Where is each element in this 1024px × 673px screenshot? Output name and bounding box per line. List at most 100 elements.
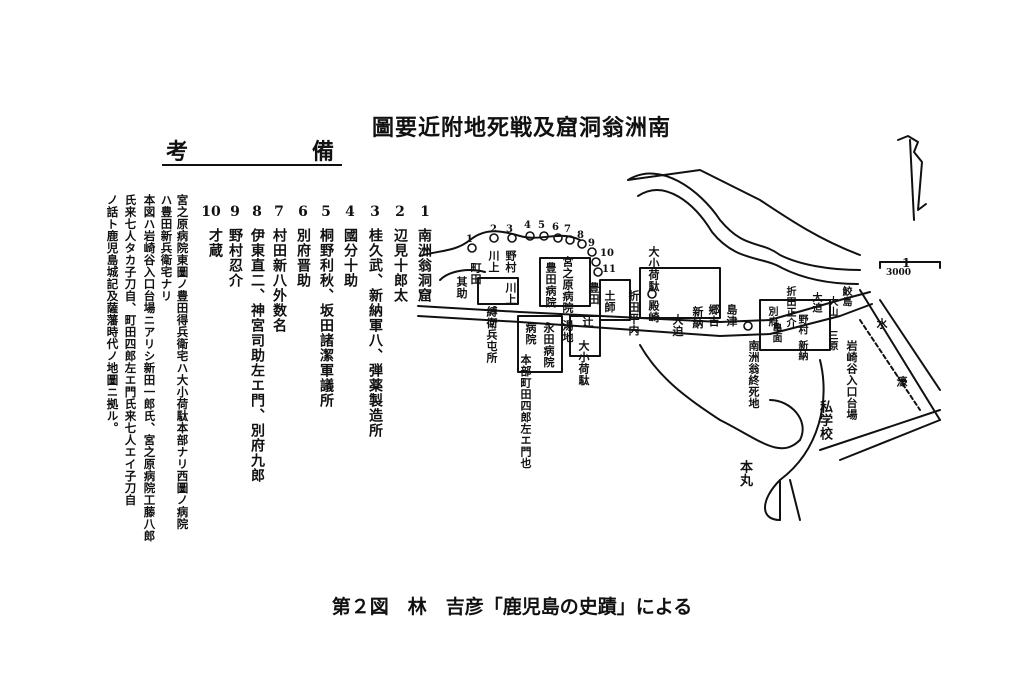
legend-text: 別府晋助 [295,228,311,288]
marker-circle [553,233,563,243]
map-label-yuchi: 湯地 [561,320,574,343]
marker-circle [743,321,753,331]
legend-text: 村田新八外数名 [271,228,287,333]
road-diagonal [859,289,941,421]
map-label-kawakami-2: 川上 [504,282,517,305]
remark-note: ノ話ト鹿児島城記及薩藩時代ノ地圖ニ拠ル。 [105,194,120,434]
marker-circle [647,289,657,299]
valley-stream [764,359,825,521]
legend-number: 6 [298,204,308,220]
scale-value: 3000 [886,268,912,278]
legend-text: 野村忍介 [227,228,243,288]
marker-circle [593,267,603,277]
map-label-kamenomen: 亀面 [770,322,781,343]
road-diagonal-2 [819,409,941,451]
map-label-harima: 別府 [766,306,777,327]
marker-number: 11 [602,264,616,275]
map-label-toyoda: 豊田 [587,282,600,305]
legend-text: 國分十助 [342,228,358,288]
block [539,257,591,307]
marker-circle [591,257,601,267]
marker-circle [539,231,549,241]
river-upper-inner [637,189,859,285]
map-label-tonomura: 殿崎 [647,300,660,323]
map-label-honmaru: 本丸 [737,460,752,487]
remark-note: 氏来七人タカ子刀自、町田四郎左エ門氏来七人エイ子刀自 [123,194,138,506]
marker-circle [489,233,499,243]
legend-number: 2 [395,204,405,220]
block [759,299,831,351]
marker-number: 7 [564,224,571,235]
map-label-honbu: 本部町田四郎左エ門也 [519,354,532,469]
marker-number: 9 [588,238,595,249]
map-label-shimazu: 島津 [725,304,738,327]
map-label-byoin: 病院 [524,322,537,345]
legend-text: 才蔵 [207,228,223,258]
main-road-lower [417,303,873,337]
marker-circle [467,243,477,253]
map-label-machida: 町田 [469,262,482,285]
block [599,279,631,321]
marker-number: 3 [506,224,513,235]
marker-number: 1 [466,234,473,245]
main-road [417,291,871,323]
remarks-heading-right: 備 [312,139,335,165]
valley-lower [639,344,804,450]
map-label-nomura: 野村 [504,250,517,273]
scale-label: 1 [902,256,911,270]
river-upper [627,172,861,271]
map-label-toyoda-byoin: 豊田病院 [544,262,557,308]
north-arrow [897,135,927,211]
map-title: 圖要近附地死戦及窟洞翁洲南 [372,115,672,141]
marker-circle [525,231,535,241]
map-label-orita-hirauchi: 折田平内 [627,290,640,336]
marker-number: 10 [600,248,614,259]
legend-number: 8 [252,204,262,220]
map-label-miyanohara: 宮之原病院 [561,256,574,314]
legend-number: 10 [201,204,221,220]
map-label-nanshu-shishi: 南洲翁終死地 [747,340,760,409]
legend-number: 1 [420,204,430,220]
block [517,315,563,373]
legend-number: 5 [321,204,331,220]
block [639,267,721,319]
marker-number: 5 [538,220,545,231]
block [477,277,519,305]
figure-caption: 第２図 林 吉彦「鹿児島の史蹟」による [331,596,693,618]
map-label-keiei: 縛衛兵屯所 [485,306,498,364]
map-label-orita-ryo: 折田正介 [784,286,795,328]
map-label-shimbaba: 新納 [796,340,807,361]
block [569,315,601,357]
map-label-water: 水 [875,318,888,330]
map-label-niiro: 新納 [691,306,704,329]
shore-left [419,230,581,257]
map-label-noshi: 野村 [796,314,807,335]
legend-number: 9 [230,204,240,220]
marker-circle [507,233,517,243]
remark-note: 宮之原病院東圖ノ豊田得兵衛宅ハ大小荷駄本部ナリ西圖ノ病院 [175,194,190,530]
map-label-shigakko: 私学校 [817,400,832,441]
marker-number: 4 [524,220,531,231]
north-arrow-stem [909,139,915,221]
legend-text: 桐野利秋、坂田諸潔軍議所 [318,228,334,408]
map-label-hijishi: 土師 [603,290,616,313]
map-label-tsuji: 辻 [581,316,594,328]
legend-text: 伊東直二、神宮司助左エ門、別府九郎 [249,228,265,483]
map-label-osho: 大小荷駄 [577,340,590,386]
legend-text: 南洲翁洞窟 [416,228,432,303]
remarks-heading-left: 考 [166,139,189,165]
legend-number: 7 [274,204,284,220]
map-label-iwasaki: 岩崎谷入口台場 [845,340,858,421]
map-label-omata: 大迫 [810,292,821,313]
legend-text: 辺見十郎太 [392,228,408,303]
map-label-nagata: 永田病院 [542,322,555,368]
remark-note: 本図ハ岩崎谷入口台場ニアリシ新田一郎氏、宮之原病院工藤八郎 [142,194,157,542]
marker-circle [587,247,597,257]
legend-number: 4 [345,204,355,220]
remark-note: ハ豊田新兵衛宅ナリ [159,194,174,302]
legend-number: 3 [370,204,380,220]
map-label-imakita: 三原 [826,330,837,351]
map-label-nojo: 郷吉 [707,304,720,327]
